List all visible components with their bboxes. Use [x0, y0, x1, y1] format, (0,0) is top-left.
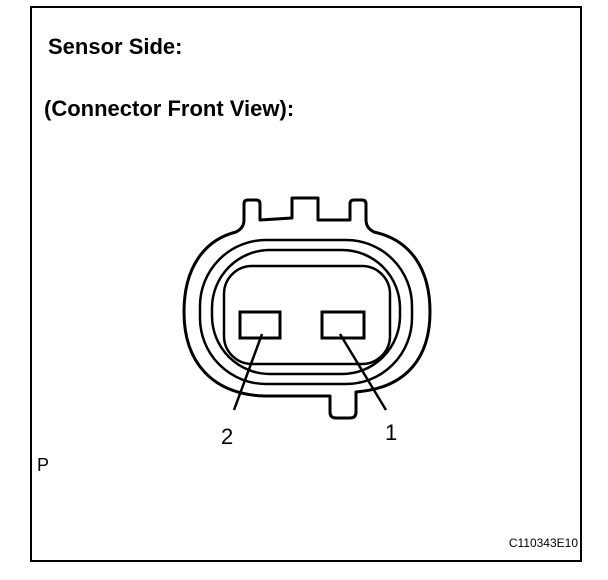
- connector-front-view-heading: (Connector Front View):: [44, 96, 295, 121]
- diagram-frame: [30, 6, 582, 562]
- terminal-1: [320, 310, 366, 340]
- sensor-side-heading: Sensor Side:: [48, 34, 183, 59]
- leader-line-pin-2: [232, 333, 264, 411]
- terminal-2: [238, 310, 282, 340]
- connector-seal-ring-inner: [210, 248, 402, 376]
- terminal-cavity: [222, 264, 392, 366]
- figure-code: C110343E10: [508, 536, 578, 550]
- connector-seal-ring-outer: [198, 238, 414, 386]
- leader-line-pin-1: [338, 333, 388, 411]
- pin-label-2: 2: [221, 424, 234, 449]
- pin-label-1: 1: [385, 420, 398, 445]
- corner-mark: P: [37, 455, 50, 475]
